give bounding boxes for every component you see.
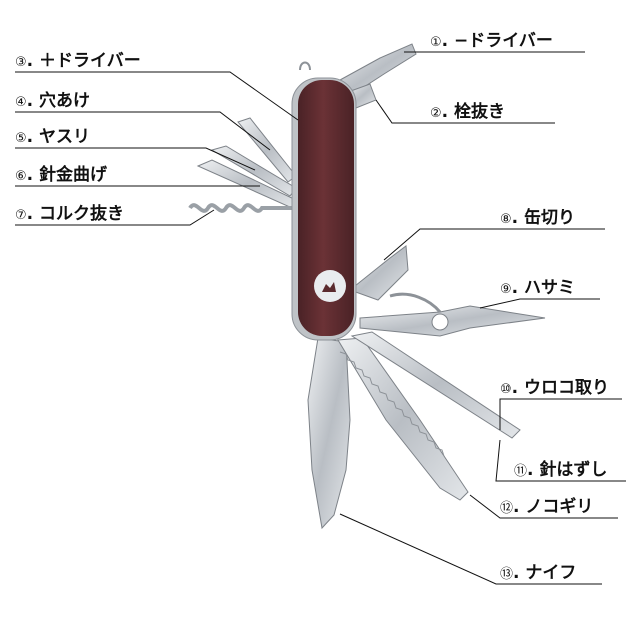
corkscrew	[188, 203, 296, 213]
scissors-spring	[389, 292, 442, 314]
label-2: ②. 栓抜き	[430, 101, 505, 122]
saw-teeth	[339, 351, 445, 457]
label-1: ①. −ドライバー	[430, 31, 553, 51]
label-9: ⑨. ハサミ	[500, 278, 575, 298]
label-13: ⑬. ナイフ	[500, 563, 576, 583]
label-10: ⑩. ウロコ取り	[500, 378, 609, 398]
label-3: ③. ＋ドライバー	[15, 51, 141, 71]
labels: ①. −ドライバー ②. 栓抜き ③. ＋ドライバー ④. 穴あけ ⑤. ヤスリ…	[15, 31, 609, 583]
deer-moon-logo-icon	[314, 270, 346, 302]
scissors	[359, 305, 546, 337]
label-4: ④. 穴あけ	[15, 90, 90, 111]
handle	[291, 77, 357, 341]
label-6: ⑥. 針金曲げ	[15, 164, 108, 185]
label-7: ⑦. コルク抜き	[15, 203, 124, 224]
label-8: ⑧. 缶切り	[500, 207, 575, 228]
knife-blade	[307, 337, 351, 530]
scaler-blade	[350, 331, 521, 439]
leader-lines	[15, 51, 626, 585]
can-opener	[348, 245, 409, 301]
key-ring	[299, 61, 311, 71]
label-12: ⑫. ノコギリ	[500, 497, 593, 517]
label-11: ⑪. 針はずし	[514, 459, 607, 480]
label-5: ⑤. ヤスリ	[15, 127, 90, 147]
